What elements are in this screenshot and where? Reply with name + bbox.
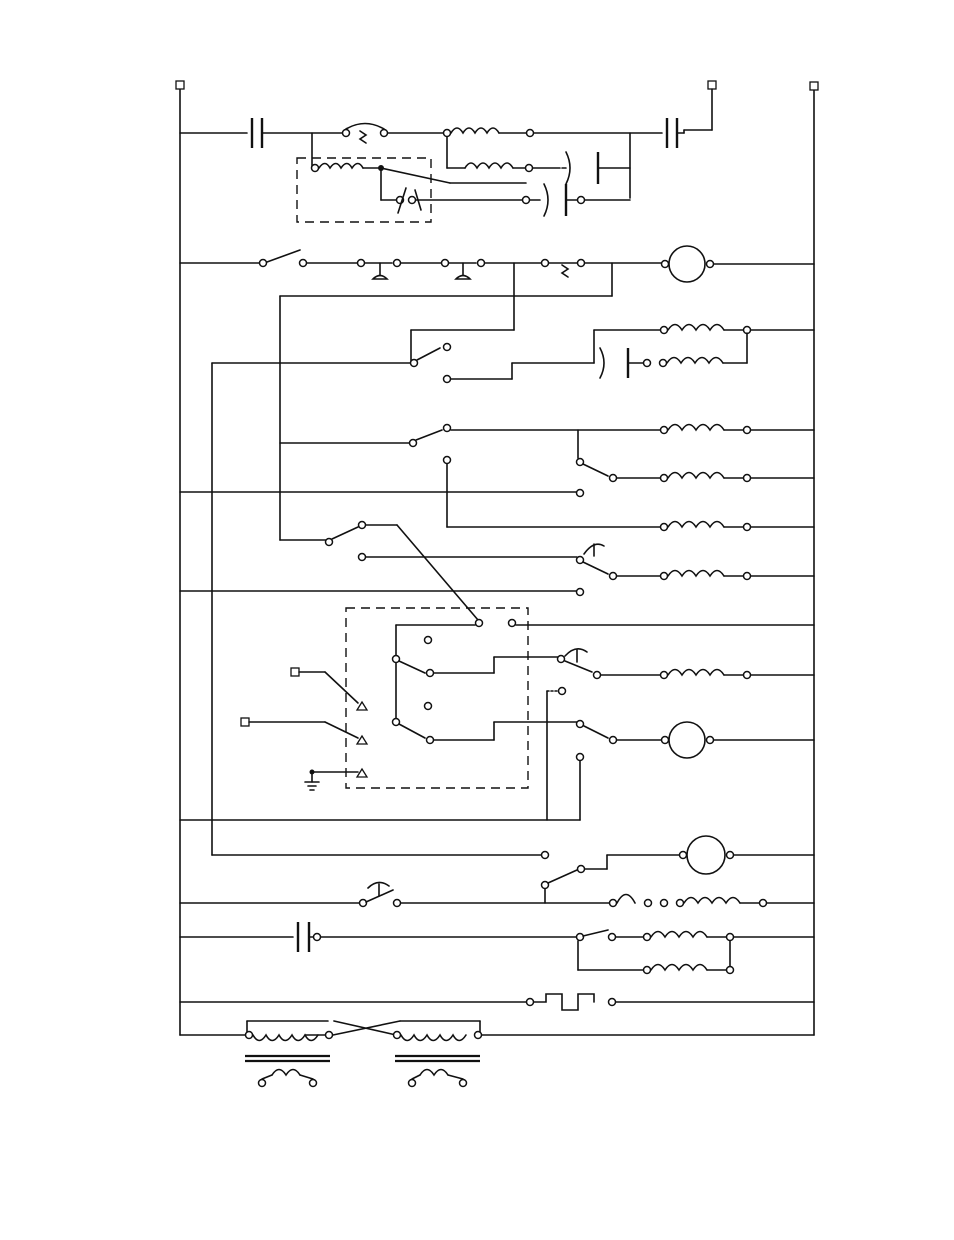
transformer-left: [180, 1021, 400, 1087]
row-feeder-493: [180, 490, 814, 531]
input-terminal-icon: [241, 718, 249, 726]
pressure-switch-icon: [449, 263, 476, 279]
row-motor-3: [212, 836, 814, 903]
row-relay-switch-3: [180, 522, 814, 621]
switch-icon: [267, 250, 300, 262]
transformer-icon: [395, 1035, 480, 1075]
thermal-overload-icon: [549, 263, 577, 277]
control-module-box: [241, 608, 814, 820]
power-terminal-icon: [810, 82, 818, 90]
thermal-relay-box: [297, 133, 526, 222]
coil-icon: [668, 473, 724, 479]
contact-icon: [252, 118, 262, 148]
coil-icon: [667, 358, 723, 364]
switch-icon: [332, 527, 358, 539]
row-contactor-coils: [180, 922, 814, 974]
switch-icon: [583, 562, 608, 574]
motor-icon: [687, 836, 725, 874]
thermostat-icon: [584, 544, 604, 556]
motor-icon: [669, 246, 705, 282]
transformer-icon: [245, 1035, 330, 1075]
switch-icon: [416, 430, 442, 440]
row-heater: [180, 882, 814, 906]
coil-icon: [668, 571, 724, 577]
terminal-arrow-icon: [357, 769, 367, 777]
power-terminal-icon: [708, 81, 716, 89]
transformer-right: [334, 1021, 814, 1087]
pressure-switch-icon: [365, 263, 392, 279]
row-fan-motor-control: [180, 246, 814, 540]
power-terminal-icon: [176, 81, 184, 89]
thermal-overload-icon: [343, 124, 388, 144]
coil-icon: [668, 670, 724, 676]
left-supply-rail: [176, 81, 184, 1035]
fuse-icon: [617, 895, 635, 904]
switch-icon: [417, 348, 440, 360]
coil-icon: [684, 898, 740, 904]
coil-icon: [651, 932, 707, 938]
heater-element-icon: [534, 994, 594, 1010]
row-defrost-heater: [180, 994, 814, 1010]
coil-icon: [651, 965, 707, 971]
coil-icon: [451, 128, 499, 133]
ground-icon: [305, 772, 319, 790]
contact-icon: [298, 922, 309, 952]
input-terminal-icon: [291, 668, 299, 676]
coil-icon: [319, 164, 363, 169]
switch-icon: [565, 661, 592, 672]
switch-icon: [583, 464, 608, 476]
coil-icon: [668, 425, 724, 431]
row-relay-switch-2: [280, 425, 814, 528]
coil-icon: [668, 325, 724, 331]
coil-icon: [668, 522, 724, 528]
row-relay-switch-1: [212, 325, 814, 856]
switch-icon: [583, 930, 608, 936]
coil-icon: [465, 163, 513, 168]
switch-icon: [548, 870, 577, 883]
contact-icon: [667, 118, 677, 148]
right-supply-rail: [810, 82, 818, 1035]
row-main-contactor: [180, 118, 684, 216]
terminal-arrow-icon: [357, 736, 367, 744]
switch-icon: [399, 661, 425, 673]
motor-icon: [669, 722, 705, 758]
mid-supply-terminal: [684, 81, 716, 130]
switch-icon: [584, 726, 608, 738]
switch-icon: [399, 724, 425, 738]
thermostat-icon: [565, 649, 587, 662]
